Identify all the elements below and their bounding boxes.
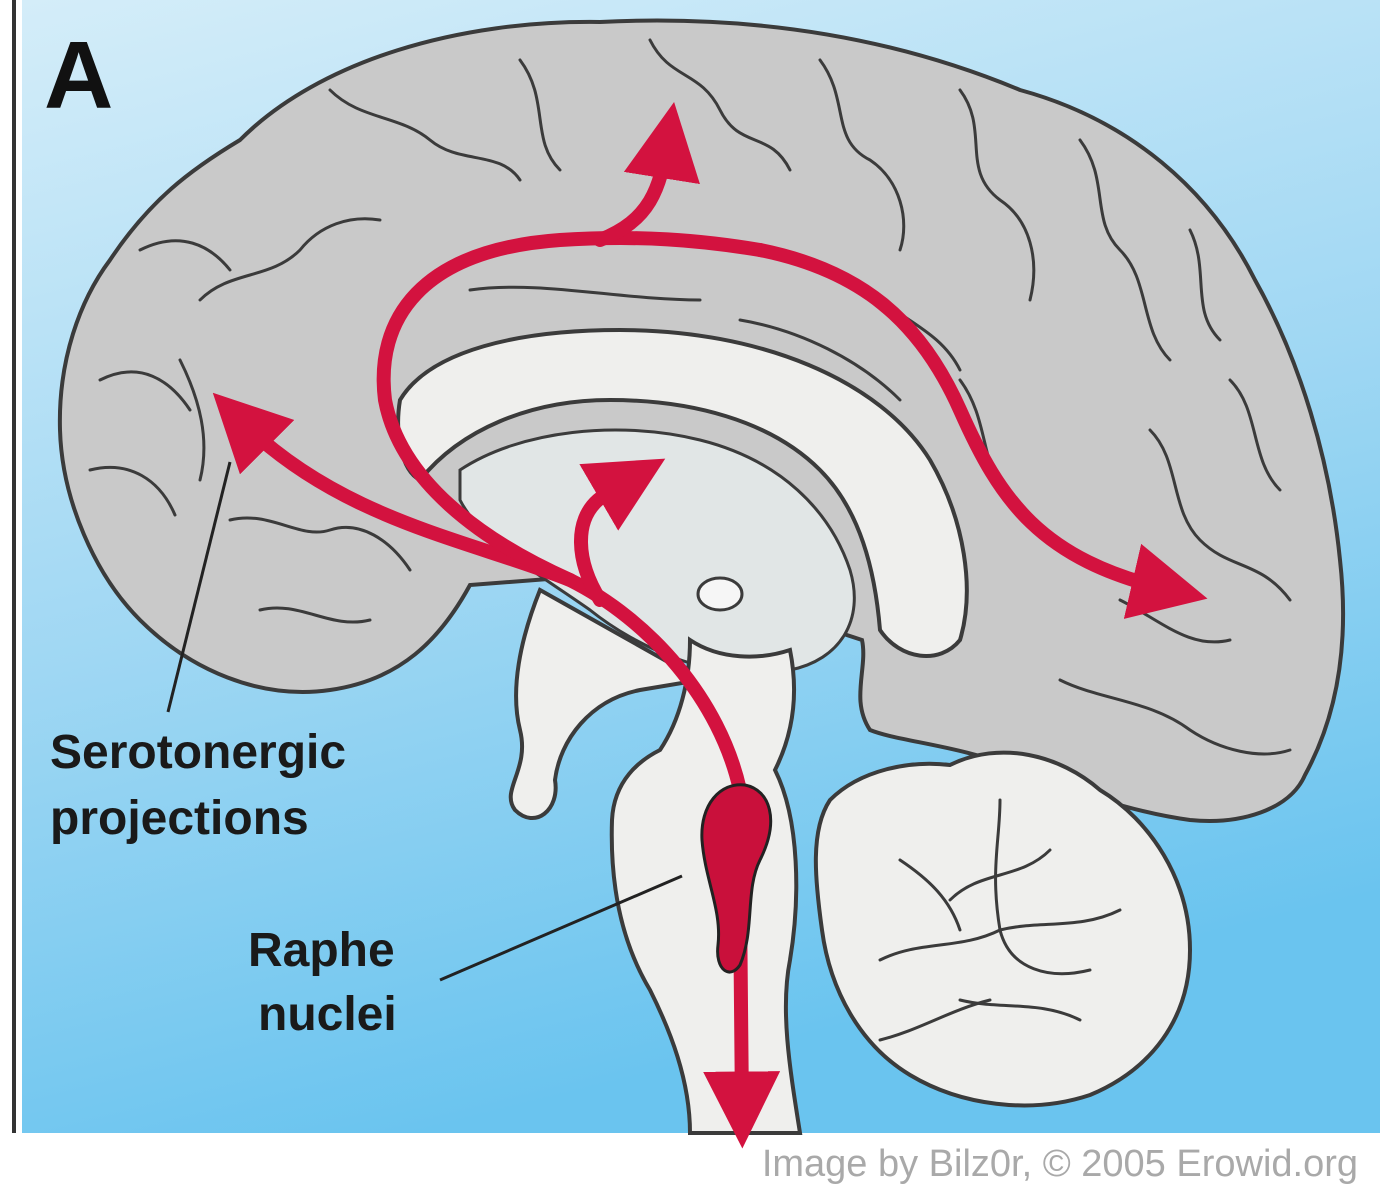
raphe-leader-line bbox=[439, 874, 683, 982]
interthalamic-adhesion bbox=[696, 576, 744, 612]
image-credit: Image by Bilz0r, © 2005 Erowid.org bbox=[762, 1143, 1358, 1185]
thalamus bbox=[458, 428, 856, 675]
projection-cingulate-loop bbox=[376, 231, 767, 587]
projections-label-line-2: projections bbox=[50, 792, 309, 845]
projection-to-occipital-cortex bbox=[753, 243, 1208, 619]
panel-letter: A bbox=[44, 22, 113, 129]
raphe-label-line-1: Raphe bbox=[248, 924, 395, 977]
corpus-callosum bbox=[396, 327, 969, 658]
raphe-nuclei bbox=[700, 783, 773, 974]
raphe-label-line-2: nuclei bbox=[258, 988, 397, 1041]
projection-to-parietal-cortex bbox=[593, 101, 700, 247]
projections-leader-line bbox=[166, 461, 232, 713]
brainstem bbox=[609, 636, 803, 1135]
projection-to-thalamus bbox=[574, 458, 666, 607]
hypothalamus bbox=[508, 587, 706, 821]
projections-label-line-1: Serotonergic bbox=[50, 726, 346, 779]
cerebellum bbox=[813, 750, 1193, 1108]
